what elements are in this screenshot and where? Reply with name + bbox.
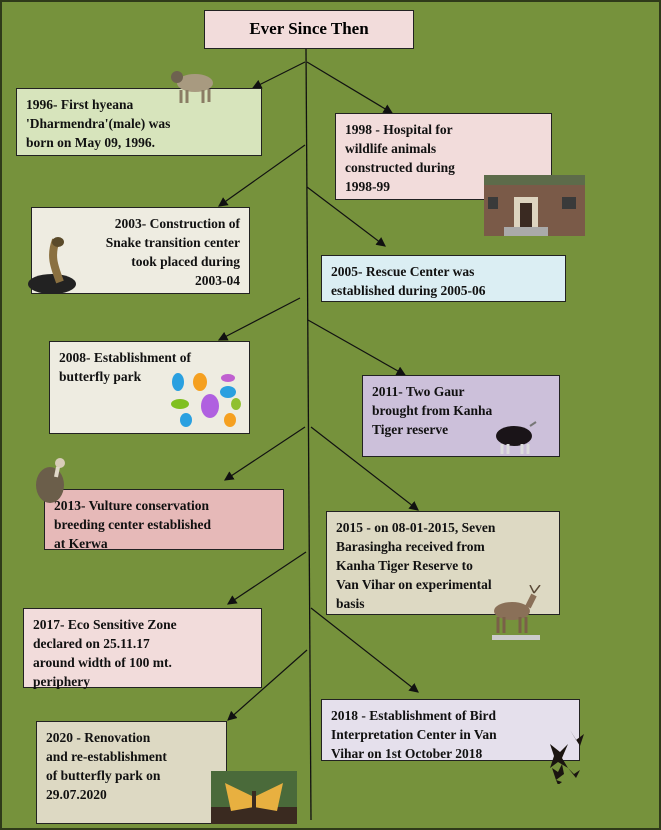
deer-icon	[492, 585, 541, 640]
event-text-line: Van Vihar on experimental	[336, 577, 492, 592]
event-text-line: 2008- Establishment of	[59, 350, 192, 365]
gaur-icon	[496, 421, 537, 454]
event-text-line: 2018 - Establishment of Bird	[331, 708, 497, 723]
event-text-line: declared on 25.11.17	[33, 636, 150, 651]
event-text-line: 1998 - Hospital for	[345, 122, 453, 137]
event-box-2005: 2005- Rescue Center was established durin…	[321, 255, 566, 302]
arrow-2015	[310, 426, 419, 511]
event-text-line: 29.07.2020	[46, 787, 107, 802]
event-text-line: 2003-04	[195, 273, 240, 288]
event-text-line: Snake transition center	[105, 235, 240, 250]
event-text-line: basis	[336, 596, 365, 611]
event-text-line: 2017- Eco Sensitive Zone	[33, 617, 177, 632]
timeline-spine	[305, 48, 312, 821]
arrow-2008	[217, 297, 301, 341]
event-text-line: took placed during	[131, 254, 240, 269]
arrow-2013	[223, 426, 306, 481]
arrow-2011	[307, 319, 407, 376]
event-text-line: 2013- Vulture conservation	[54, 498, 210, 513]
event-text-line: butterfly park	[59, 369, 142, 384]
arrow-2017	[227, 551, 307, 605]
event-text-line: 1996- First hyeana	[26, 97, 134, 112]
diagram-title: Ever Since Then	[204, 10, 414, 49]
arrow-1998	[306, 61, 394, 114]
event-text-line: 2011- Two Gaur	[372, 384, 465, 399]
event-text-line: constructed during	[345, 160, 455, 175]
event-text-line: Tiger reserve	[372, 422, 449, 437]
event-text-line: 2005- Rescue Center was	[331, 264, 475, 279]
butterfly-sculpture-photo	[211, 771, 297, 824]
butterflies-icon	[171, 373, 241, 427]
event-text-line: 2015 - on 08-01-2015, Seven	[336, 520, 496, 535]
cobra-icon	[28, 237, 76, 294]
arrow-1996	[251, 61, 306, 89]
arrow-2020	[227, 649, 308, 721]
event-text-line: established during 2005-06	[331, 283, 486, 298]
event-box-2017: 2017- Eco Sensitive Zone declared on 25.1…	[23, 608, 262, 689]
event-text-line: periphery	[33, 674, 90, 689]
event-text-line: 2003- Construction of	[114, 216, 240, 231]
hospital-building-photo	[484, 175, 585, 236]
event-box-1998: 1998 - Hospital for wildlife animals const…	[335, 113, 552, 200]
event-text-line: wildlife animals	[345, 141, 437, 156]
event-box-1996: 1996- First hyeana 'Dharmendra'(male) was…	[16, 88, 262, 156]
event-text-line: at Kerwa	[54, 536, 108, 551]
arrow-2005	[306, 186, 386, 247]
event-text-line: around width of 100 mt.	[33, 655, 172, 670]
event-box-2013: 2013- Vulture conservation breeding cente…	[44, 489, 284, 551]
event-text-line: 1998-99	[345, 179, 390, 194]
event-text-line: Kanha Tiger Reserve to	[336, 558, 473, 573]
event-text-line: and re-establishment	[46, 749, 167, 764]
event-text-line: breeding center established	[54, 517, 211, 532]
event-text-line: 'Dharmendra'(male) was	[26, 116, 171, 131]
birds-icon	[550, 730, 584, 784]
event-text-line: brought from Kanha	[372, 403, 493, 418]
event-text-line: Interpretation Center in Van	[331, 727, 497, 742]
event-box-2008: 2008- Establishment of butterfly park	[49, 341, 250, 434]
arrow-2018	[310, 607, 419, 693]
hyena-icon	[171, 71, 213, 103]
event-box-2020: 2020 - Renovation and re-establishment of …	[36, 721, 227, 824]
arrow-2003	[218, 144, 306, 207]
event-text-line: Barasingha received from	[336, 539, 485, 554]
vulture-icon	[36, 458, 65, 503]
event-text-line: Vihar on 1st October 2018	[331, 746, 483, 761]
event-text-line: of butterfly park on	[46, 768, 161, 783]
event-text-line: born on May 09, 1996.	[26, 135, 156, 150]
event-text-line: 2020 - Renovation	[46, 730, 151, 745]
